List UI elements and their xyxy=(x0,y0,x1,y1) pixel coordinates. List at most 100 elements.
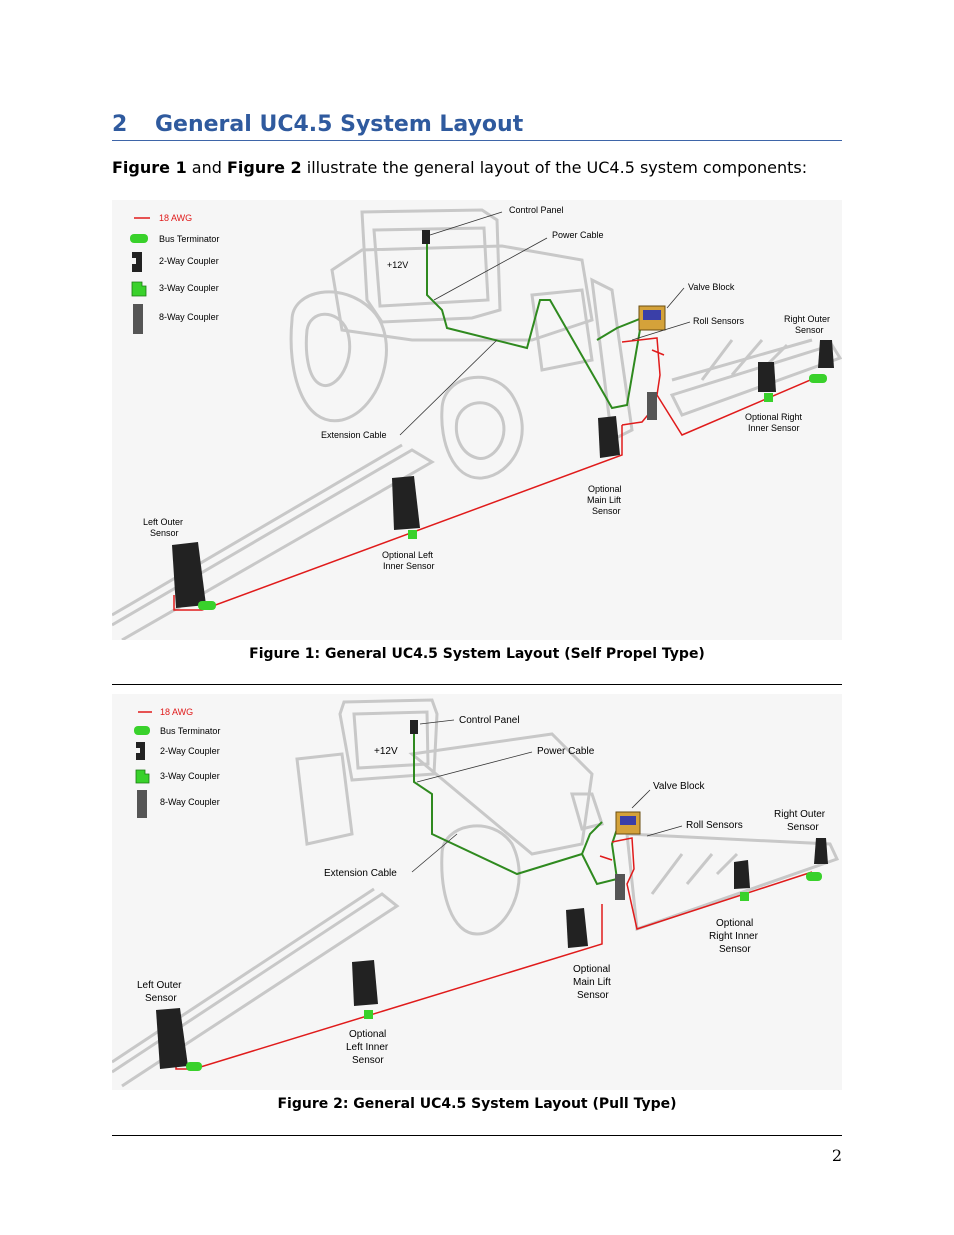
label-opt-right-2: Inner Sensor xyxy=(748,423,800,433)
figure-2: 18 AWG Bus Terminator 2-Way Coupler 3-Wa… xyxy=(112,694,842,1090)
label-power-cable: Power Cable xyxy=(552,230,604,240)
eight-way-coupler-icon xyxy=(137,790,147,818)
label-opt-right-1: Optional xyxy=(716,918,753,929)
left-inner-sensor xyxy=(392,476,420,530)
label-extension-cable: Extension Cable xyxy=(324,868,397,879)
label-opt-left-2: Left Inner xyxy=(346,1042,389,1053)
legend-c8-label: 8-Way Coupler xyxy=(159,312,219,322)
figure1-ref: Figure 1 xyxy=(112,158,187,177)
control-panel-unit xyxy=(422,230,430,244)
footer-rule xyxy=(112,1135,842,1136)
figure-background xyxy=(112,694,842,1090)
intro-and: and xyxy=(186,158,227,177)
left-inner-coupler xyxy=(364,1010,373,1019)
label-left-outer-1: Left Outer xyxy=(137,980,182,991)
label-right-outer-1: Right Outer xyxy=(774,809,826,820)
separator-rule xyxy=(112,684,842,685)
label-opt-right-2: Right Inner xyxy=(709,931,759,942)
label-opt-main-2: Main Lift xyxy=(573,977,611,988)
two-way-coupler-icon xyxy=(136,742,145,760)
label-valve-block: Valve Block xyxy=(688,282,735,292)
label-opt-main-2: Main Lift xyxy=(587,495,622,505)
label-valve-block: Valve Block xyxy=(653,781,706,792)
green-cables xyxy=(426,240,658,410)
figure-1-diagram: 18 AWG Bus Terminator 2-Way Coupler 3-Wa… xyxy=(112,200,842,640)
intro-rest: illustrate the general layout of the UC4… xyxy=(301,158,808,177)
eight-way-coupler-icon xyxy=(133,304,143,334)
valve-block-leader xyxy=(631,789,651,809)
left-bus-terminator xyxy=(198,601,216,610)
label-opt-main-3: Sensor xyxy=(592,506,621,516)
legend: 18 AWG Bus Terminator 2-Way Coupler 3-Wa… xyxy=(134,707,220,818)
eight-way-coupler xyxy=(647,392,657,420)
valve-block-leader xyxy=(666,287,685,309)
left-outer-sensor xyxy=(172,542,206,608)
label-power-cable: Power Cable xyxy=(537,746,595,757)
page-number: 2 xyxy=(831,1146,842,1165)
label-opt-right-1: Optional Right xyxy=(745,412,803,422)
label-opt-left-2: Inner Sensor xyxy=(383,561,435,571)
eight-way-coupler xyxy=(615,874,625,900)
figure-background xyxy=(112,200,842,640)
control-panel-leader xyxy=(429,211,503,236)
label-opt-right-3: Sensor xyxy=(719,944,751,955)
section-heading: 2 General UC4.5 System Layout xyxy=(112,110,842,141)
roll-sensors-leader xyxy=(631,321,691,341)
section-number: 2 xyxy=(112,112,128,137)
control-panel-unit xyxy=(410,720,418,734)
figure-2-diagram: 18 AWG Bus Terminator 2-Way Coupler 3-Wa… xyxy=(112,694,842,1090)
label-12v: +12V xyxy=(387,260,408,270)
right-bus-terminator xyxy=(809,374,827,383)
legend-terminator-label: Bus Terminator xyxy=(160,726,220,736)
roll-sensors-leader xyxy=(646,825,683,837)
label-opt-left-3: Sensor xyxy=(352,1055,384,1066)
figure-2-caption: Figure 2: General UC4.5 System Layout (P… xyxy=(277,1096,677,1112)
green-cables xyxy=(413,728,623,886)
label-opt-left-1: Optional Left xyxy=(382,550,434,560)
right-outer-sensor xyxy=(814,838,828,864)
control-panel-leader xyxy=(419,719,455,725)
power-cable-leader xyxy=(416,751,533,783)
label-control-panel: Control Panel xyxy=(509,205,564,215)
right-inner-sensor xyxy=(734,860,750,889)
terminator-icon xyxy=(134,726,150,735)
figure2-ref: Figure 2 xyxy=(226,158,302,177)
legend-wire-label: 18 AWG xyxy=(160,707,193,717)
extension-cable-leader xyxy=(399,339,498,436)
left-inner-sensor xyxy=(352,960,378,1006)
right-inner-coupler xyxy=(740,892,749,901)
label-right-outer-2: Sensor xyxy=(795,325,824,335)
label-roll-sensors: Roll Sensors xyxy=(693,316,745,326)
section-title: General UC4.5 System Layout xyxy=(155,112,524,137)
label-right-outer-1: Right Outer xyxy=(784,314,830,324)
legend-wire-label: 18 AWG xyxy=(159,213,192,223)
legend-c8-label: 8-Way Coupler xyxy=(160,797,220,807)
three-way-coupler-icon xyxy=(135,769,150,784)
main-lift-sensor xyxy=(598,416,620,458)
label-opt-main-3: Sensor xyxy=(577,990,609,1001)
label-opt-main-1: Optional xyxy=(573,964,610,975)
terminator-icon xyxy=(130,234,148,243)
label-left-outer-1: Left Outer xyxy=(143,517,183,527)
label-left-outer-2: Sensor xyxy=(150,528,179,538)
label-roll-sensors: Roll Sensors xyxy=(686,820,743,831)
valve-block-top xyxy=(620,816,636,825)
left-inner-coupler xyxy=(408,530,417,539)
sprayer-outline xyxy=(112,208,842,640)
legend-c2-label: 2-Way Coupler xyxy=(159,256,219,266)
legend-terminator-label: Bus Terminator xyxy=(159,234,219,244)
right-inner-coupler xyxy=(764,393,773,402)
right-outer-sensor xyxy=(818,340,834,368)
valve-block-top xyxy=(643,310,661,320)
left-outer-sensor xyxy=(156,1008,188,1069)
main-lift-sensor xyxy=(566,908,588,948)
legend-c3-label: 3-Way Coupler xyxy=(159,283,219,293)
power-cable-leader xyxy=(433,237,548,301)
tractor-outline xyxy=(112,698,840,1088)
label-right-outer-2: Sensor xyxy=(787,822,819,833)
label-control-panel: Control Panel xyxy=(459,715,520,726)
label-left-outer-2: Sensor xyxy=(145,993,177,1004)
left-bus-terminator xyxy=(186,1062,202,1071)
label-extension-cable: Extension Cable xyxy=(321,430,387,440)
three-way-coupler-icon xyxy=(131,281,147,297)
